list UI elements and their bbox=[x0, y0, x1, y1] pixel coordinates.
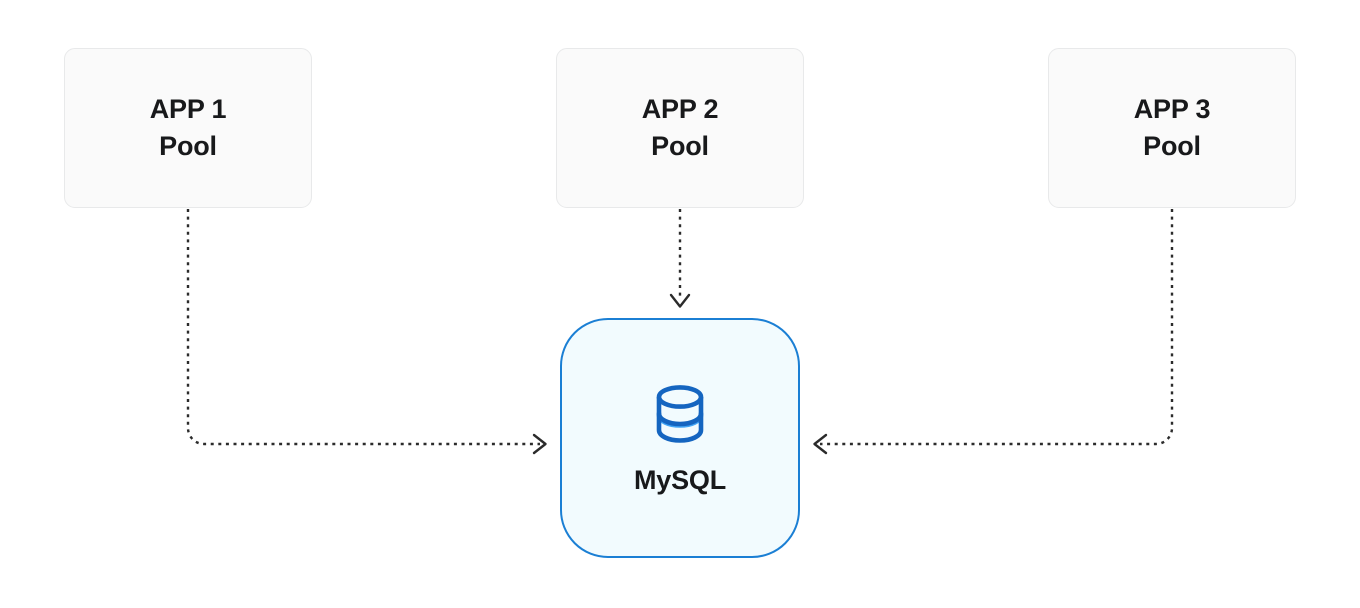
database-node-label: MySQL bbox=[633, 464, 726, 495]
app-pool-node-2-subtitle: Pool bbox=[651, 131, 709, 161]
app-pool-node-1-title: APP 1 bbox=[149, 94, 227, 124]
app-pool-node-3[interactable]: APP 3 Pool bbox=[1048, 48, 1296, 208]
connector-app3-to-db bbox=[813, 209, 1174, 455]
app-pool-node-3-title: APP 3 bbox=[1133, 94, 1211, 124]
app-pool-node-3-subtitle: Pool bbox=[1143, 131, 1201, 161]
app-pool-node-2[interactable]: APP 2 Pool bbox=[556, 48, 804, 208]
chevron-down-icon bbox=[669, 293, 691, 308]
database-cylinder-icon bbox=[656, 384, 704, 443]
connector-app1-to-db bbox=[186, 209, 547, 455]
connector-app2-to-db bbox=[669, 209, 691, 308]
database-node[interactable]: MySQL bbox=[560, 318, 800, 558]
chevron-right-icon bbox=[532, 433, 547, 455]
chevron-left-icon bbox=[813, 433, 828, 455]
app-pool-node-1[interactable]: APP 1 Pool bbox=[64, 48, 312, 208]
app-pool-node-1-subtitle: Pool bbox=[159, 131, 217, 161]
app-pool-node-2-title: APP 2 bbox=[641, 94, 719, 124]
